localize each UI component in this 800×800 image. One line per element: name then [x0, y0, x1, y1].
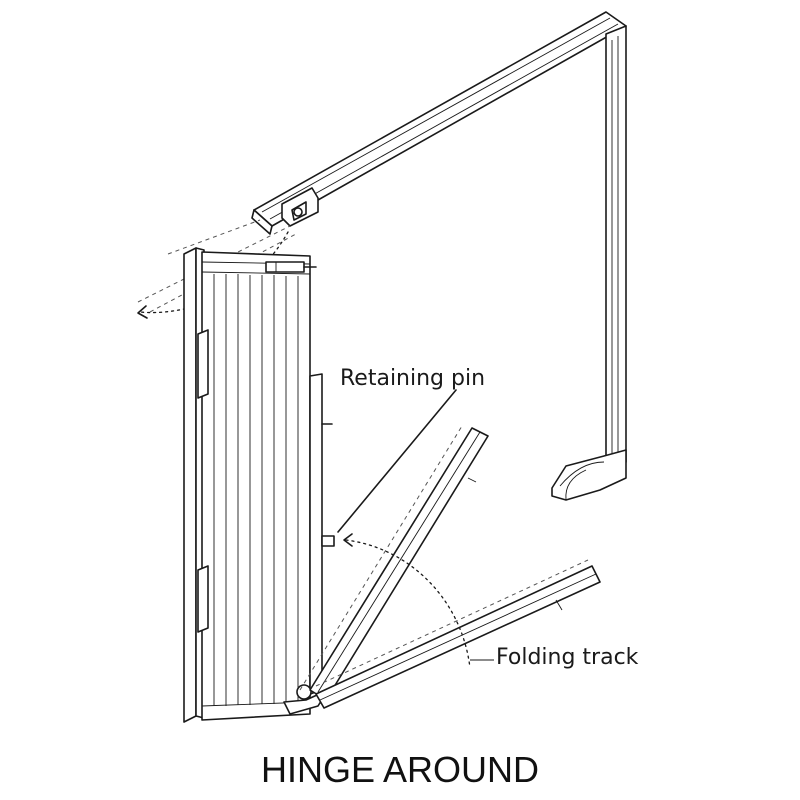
folding-track-lowered	[315, 559, 601, 709]
overhead-frame	[251, 11, 627, 501]
retaining-pin-label: Retaining pin	[340, 366, 485, 391]
bottom-swing-arc	[343, 533, 471, 669]
leader-lines	[337, 389, 494, 661]
door-panel-stack	[183, 247, 335, 723]
diagram-caption: HINGE AROUND	[261, 749, 539, 790]
panel-fluting	[213, 274, 299, 706]
folding-track-label: Folding track	[496, 645, 639, 670]
